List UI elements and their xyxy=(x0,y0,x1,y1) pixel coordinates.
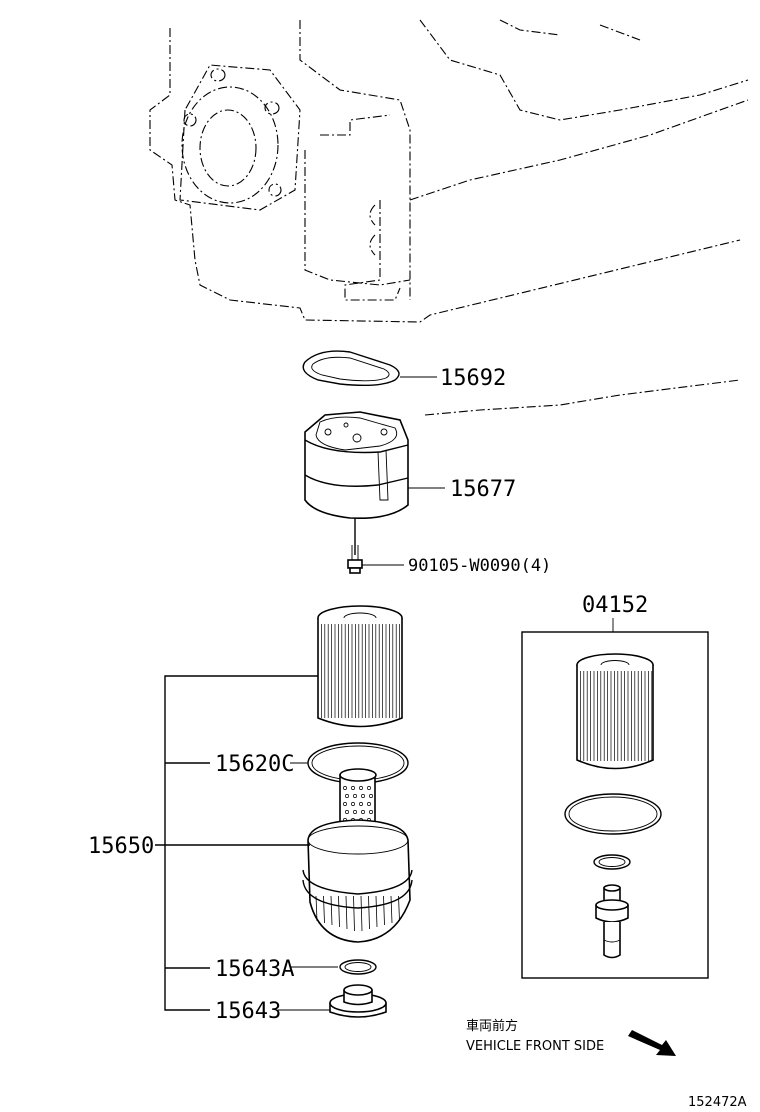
vehicle-front-arrow-icon xyxy=(628,1030,676,1056)
label-cap-assembly: 15650 xyxy=(88,834,154,859)
filter-element xyxy=(317,605,403,728)
label-filter-kit: 04152 xyxy=(582,593,648,618)
drain-plug-gasket-15643a xyxy=(290,959,377,975)
drain-plug-15643 xyxy=(278,984,387,1018)
kit-element-pleats xyxy=(580,671,653,761)
engine-block-outline xyxy=(149,19,749,416)
element-pleats xyxy=(321,624,400,718)
cap-ribs xyxy=(315,895,400,932)
label-bolt: 90105-W0090(4) xyxy=(408,556,551,576)
label-drain-plug: 15643 xyxy=(215,999,281,1024)
filter-cap xyxy=(302,768,413,943)
kit-o-ring xyxy=(564,793,662,835)
label-housing: 15677 xyxy=(450,477,516,502)
note-japanese: 車両前方 xyxy=(466,1018,518,1034)
note-vehicle-front: VEHICLE FRONT SIDE xyxy=(466,1039,604,1054)
kit-drain-pipe xyxy=(595,884,629,959)
label-drain-gasket: 15643A xyxy=(215,957,294,982)
kit-small-o-ring xyxy=(593,854,631,870)
kit-filter-element xyxy=(576,653,654,770)
label-gasket: 15692 xyxy=(440,366,506,391)
label-o-ring: 15620C xyxy=(215,752,294,777)
filter-kit-box xyxy=(521,631,709,979)
assembly-bracket-15650 xyxy=(155,675,318,1011)
bolt-90105 xyxy=(347,518,404,574)
oil-filter-housing-15677 xyxy=(304,411,445,520)
gasket-15692 xyxy=(302,350,437,387)
figure-id: 152472A xyxy=(688,1095,747,1110)
